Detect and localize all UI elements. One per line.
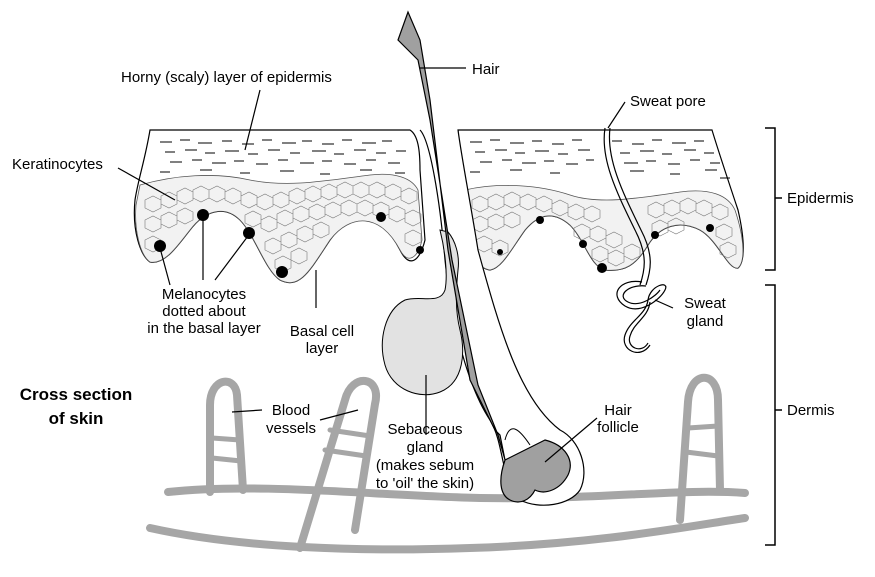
label-melanocytes-1: Melanocytes [162,286,246,303]
label-dermis: Dermis [787,402,835,419]
label-keratinocytes: Keratinocytes [12,156,103,173]
epidermis-left [134,130,425,283]
label-sweat-gland-2: gland [687,313,724,330]
label-hair-follicle-2: follicle [597,419,639,436]
label-basal-cell-1: Basal cell [290,323,354,340]
label-sebaceous-2: gland [407,439,444,456]
figure-title-line-2: of skin [49,409,104,428]
label-blood-vessels-2: vessels [266,420,316,437]
figure-title-line-1: Cross section [20,385,132,404]
label-melanocytes-2: dotted about [162,303,246,320]
label-melanocytes-3: in the basal layer [147,320,260,337]
dermis-bracket [765,285,782,545]
epidermis-bracket [765,128,782,270]
label-blood-vessels-1: Blood [272,402,310,419]
label-horny-layer: Horny (scaly) layer of epidermis [121,69,332,86]
epidermis-right [458,130,743,273]
label-sebaceous-1: Sebaceous [387,421,462,438]
label-sebaceous-4: to 'oil' the skin) [376,475,474,492]
label-sweat-pore: Sweat pore [630,93,706,110]
label-sebaceous-3: (makes sebum [376,457,474,474]
label-epidermis: Epidermis [787,190,854,207]
label-hair-follicle-1: Hair [604,402,632,419]
label-basal-cell-2: layer [306,340,339,357]
label-hair: Hair [472,61,500,78]
leader-lines [118,68,673,462]
label-sweat-gland-1: Sweat [684,295,727,312]
